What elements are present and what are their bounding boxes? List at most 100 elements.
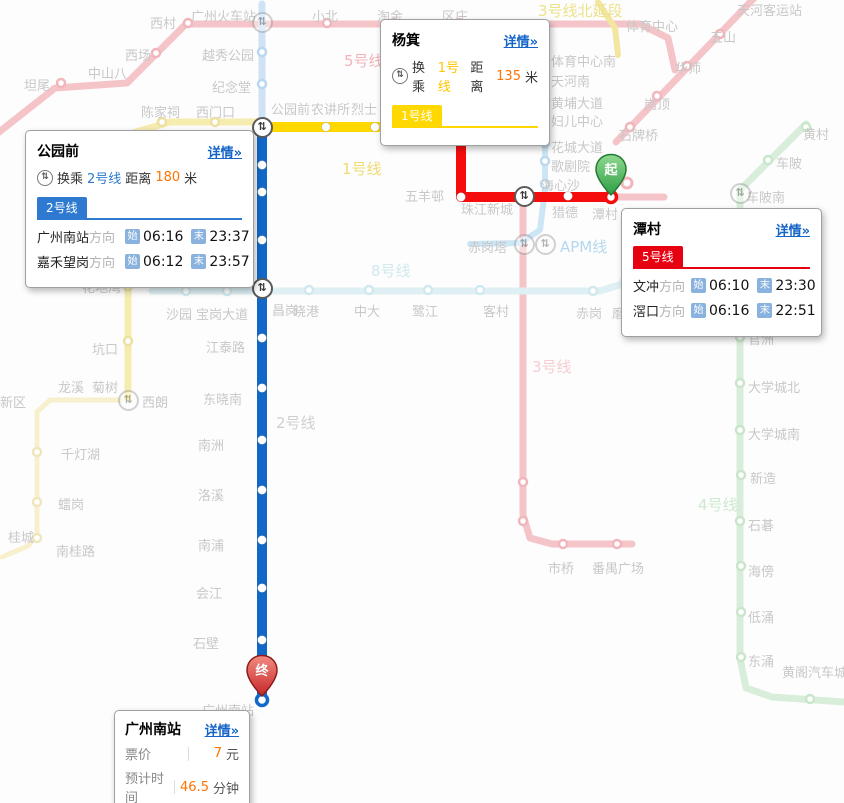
bg-station-dot	[150, 47, 162, 59]
bg-station-dot	[31, 532, 43, 544]
transfer-station-icon: ⇅	[729, 182, 751, 204]
popup-gznan-title: 广州南站	[125, 722, 181, 738]
bg-station-label: 花城大道	[551, 141, 604, 156]
bg-station-label: 东晓南	[203, 393, 243, 408]
bg-station-label: 坦尾	[24, 79, 51, 94]
transfer-icon: ⇅	[392, 68, 408, 84]
bg-station-label: 南桂路	[56, 545, 96, 560]
bg-station-dot	[587, 285, 599, 297]
bg-station-label: 歌剧院	[551, 160, 591, 175]
route-station-dot	[257, 583, 267, 593]
bg-station-dot	[256, 46, 268, 58]
fare-row: 票价 7 元	[125, 744, 239, 763]
bg-station-label: 潭村	[592, 208, 619, 223]
route-station-dot	[257, 635, 267, 645]
route-station-dot	[257, 485, 267, 495]
bg-station-label: 龙溪	[58, 381, 85, 396]
distance-label: 距离	[470, 61, 484, 95]
distance-unit: 米	[184, 172, 198, 187]
bg-station-label: 坑口	[92, 343, 119, 358]
fare-unit: 元	[225, 748, 239, 763]
bg-station-label: 千灯湖	[61, 448, 101, 463]
last-train-tag: 末	[191, 254, 207, 269]
bg-station-label: 公园前	[271, 103, 311, 118]
bg-line-guangfo	[0, 397, 123, 560]
bg-station-dot	[681, 60, 693, 72]
popup-tancun-title: 潭村	[633, 222, 661, 238]
line-badge-5[interactable]: 5号线	[633, 246, 683, 267]
popup-tancun-detail-link[interactable]: 详情»	[775, 223, 810, 239]
direction-dest: 滘口	[633, 305, 660, 320]
bg-station-label: 珠江新城	[461, 203, 514, 218]
bg-station-label: 广州火车站	[191, 10, 257, 25]
bg-station-dot	[422, 284, 434, 296]
distance-value: 135	[496, 68, 521, 84]
bg-station-label: 西场	[125, 49, 152, 64]
bg-station-label: 2号线	[276, 414, 316, 432]
route-station-dot	[257, 235, 267, 245]
bg-station-label: 昌岗	[272, 304, 299, 319]
first-train-time: 06:16	[709, 302, 750, 319]
transfer-icon: ⇅	[37, 169, 53, 186]
divider	[187, 746, 189, 761]
line-badge-2[interactable]: 2号线	[37, 197, 87, 218]
route-station-dot	[257, 187, 267, 197]
transfer-station-icon[interactable]: ⇅	[251, 116, 273, 138]
route-station-dot	[257, 160, 267, 170]
bg-station-label: 纪念堂	[212, 81, 252, 96]
bg-station-dot	[734, 377, 746, 389]
line-badge-1[interactable]: 1号线	[392, 105, 442, 126]
bg-station-label: 市桥	[548, 562, 575, 577]
transfer-station-icon[interactable]: ⇅	[251, 277, 273, 299]
distance-label: 距离	[125, 172, 152, 187]
bg-station-label: 4号线	[698, 496, 738, 514]
bg-station-dot	[209, 116, 221, 128]
eta-label: 预计时间	[125, 772, 165, 803]
direction-suffix: 方向	[89, 256, 116, 271]
bg-station-dot	[517, 515, 529, 527]
bg-station-dot	[156, 116, 168, 128]
bg-station-dot	[735, 651, 747, 663]
bg-station-label: 东涌	[748, 655, 775, 670]
bg-station-label: 新区	[0, 396, 27, 411]
bg-station-label: 石牌桥	[619, 129, 659, 144]
bg-station-label: 菊树	[92, 381, 119, 396]
bg-station-dot	[624, 121, 636, 133]
last-train-tag: 末	[757, 278, 773, 293]
popup-gznan-detail-link[interactable]: 详情»	[204, 723, 239, 739]
transfer-station-icon[interactable]: ⇅	[513, 185, 535, 207]
bg-station-dot	[804, 693, 816, 705]
eta-value: 46.5	[180, 779, 209, 795]
bg-station-dot	[31, 446, 43, 458]
route-station-dot	[370, 122, 380, 132]
bg-station-label: 天河客运站	[737, 4, 803, 19]
first-train-time: 06:12	[143, 253, 184, 270]
popup-yangji-detail-link[interactable]: 详情»	[503, 34, 538, 50]
popup-gznan: 广州南站 详情» 票价 7 元 预计时间 46.5 分钟 取消 ×	[114, 710, 250, 803]
bg-line-4	[736, 120, 844, 706]
last-train-tag: 末	[191, 229, 207, 244]
start-pin[interactable]: 起	[594, 153, 628, 197]
bg-station-label: 石碁	[748, 519, 775, 534]
end-pin[interactable]: 终	[245, 654, 279, 698]
end-pin-label: 终	[255, 663, 269, 679]
bg-station-label: 3号线	[532, 358, 572, 376]
bg-station-ring	[620, 176, 634, 190]
divider	[174, 780, 176, 794]
bg-station-label: 猎德	[552, 206, 579, 221]
route-station-dot	[321, 122, 331, 132]
bg-station-label: 石壁	[193, 637, 220, 652]
bg-station-dot	[734, 424, 746, 436]
bg-station-label: 五羊邨	[405, 190, 445, 205]
transfer-station-icon: ⇅	[534, 233, 556, 255]
bg-station-dot	[539, 178, 551, 190]
direction-dest: 广州南站	[37, 231, 90, 246]
popup-gongyuanqian-detail-link[interactable]: 详情»	[207, 145, 242, 161]
popup-yangji-title: 杨箕	[392, 33, 420, 49]
bg-station-label: 华师	[675, 62, 702, 77]
transfer-station-icon: ⇅	[251, 11, 273, 33]
